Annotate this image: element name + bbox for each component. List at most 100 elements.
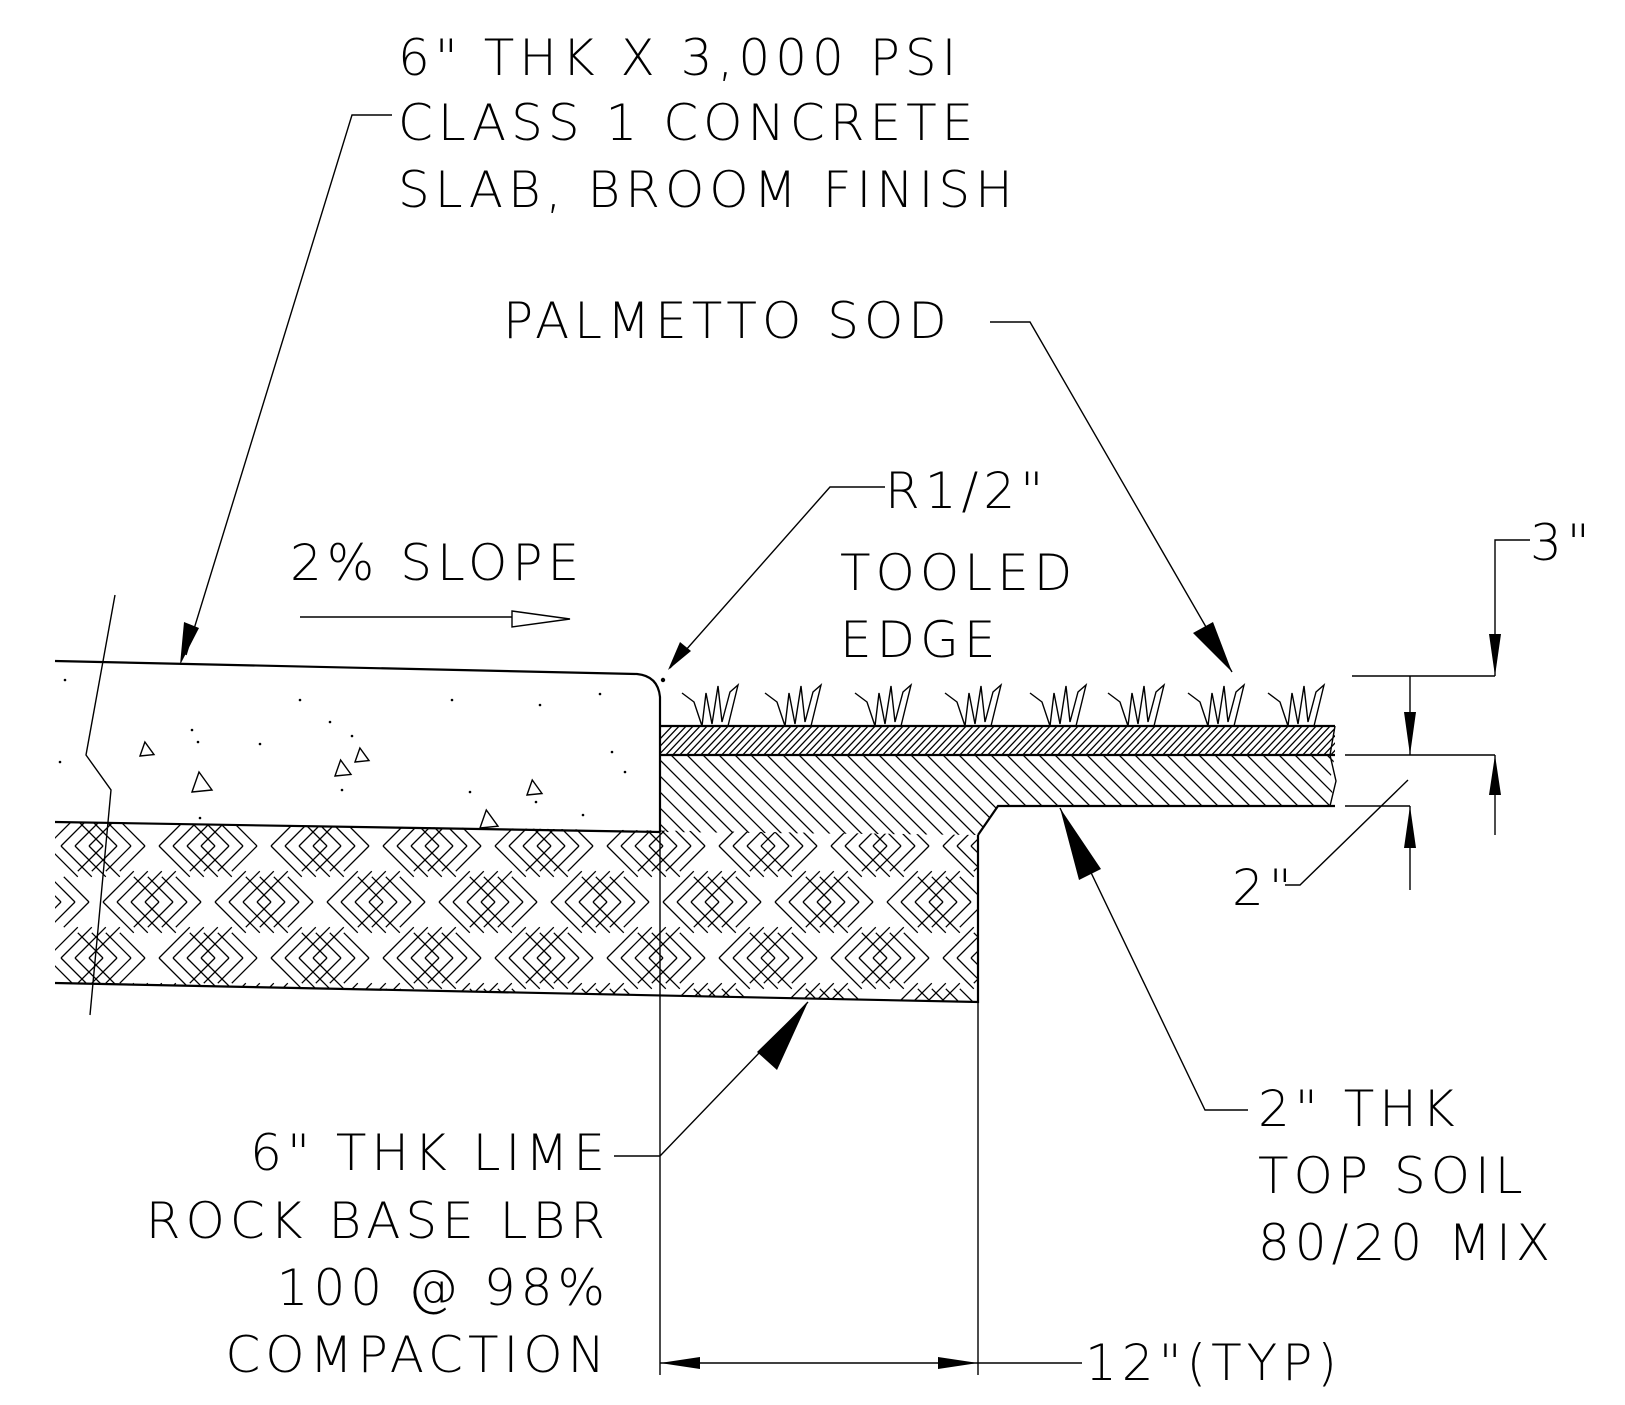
hatch-line — [872, 845, 905, 878]
hatch-line — [749, 957, 776, 984]
hatch-line — [776, 726, 807, 755]
hatch-line — [732, 845, 765, 878]
hatch-line — [371, 901, 398, 928]
hatch-line — [620, 845, 653, 878]
hatch-line — [872, 926, 905, 959]
hatch-line — [354, 982, 387, 1002]
hatch-line — [767, 755, 879, 835]
hatch-line — [844, 845, 877, 878]
hatch-line — [834, 1014, 859, 1039]
hatch-line — [988, 1045, 1013, 1070]
hatch-line — [176, 1014, 201, 1039]
hatch-line — [679, 957, 706, 984]
hatch-line — [1087, 755, 1199, 835]
hatch-line — [369, 790, 400, 821]
hatch-line — [567, 957, 594, 984]
grass-tuft-icon — [1187, 683, 1246, 727]
hatch-line — [820, 1014, 845, 1039]
hatch-line — [341, 1014, 372, 1045]
hatch-line — [1252, 726, 1283, 755]
hatch-line — [763, 957, 790, 984]
hatch-line — [424, 822, 457, 847]
aggregate-triangle-icon — [478, 808, 500, 829]
hatch-line — [91, 957, 118, 984]
hatch-line — [340, 901, 373, 934]
hatch-line — [329, 845, 356, 872]
hatch-line — [260, 1014, 285, 1039]
hatch-line — [662, 901, 695, 934]
hatch-line — [355, 790, 386, 821]
hatch-line — [805, 901, 832, 928]
hatch-line — [400, 1014, 425, 1039]
hatch-line — [357, 876, 384, 903]
hatch-line — [660, 726, 681, 748]
hatch-line — [1119, 755, 1231, 835]
hatch-line — [103, 790, 134, 821]
hatch-line — [581, 901, 608, 928]
hatch-line — [791, 932, 818, 959]
hatch-line — [382, 822, 415, 847]
hatch-line — [970, 957, 978, 990]
hatch-line — [662, 870, 695, 903]
hatch-line — [592, 870, 625, 903]
hatch-line — [1315, 734, 1335, 755]
hatch-line — [145, 790, 176, 821]
hatch-line — [705, 790, 736, 821]
hatch-line — [270, 926, 303, 959]
hatch-line — [1167, 755, 1279, 835]
hatch-line — [481, 790, 512, 821]
hatch-line — [399, 876, 426, 903]
hatch-line — [50, 790, 75, 815]
hatch-line — [298, 957, 331, 990]
hatch-line — [769, 726, 800, 755]
hatch-line — [438, 901, 471, 934]
hatch-line — [312, 845, 345, 878]
hatch-line — [651, 845, 678, 872]
hatch-line — [229, 1014, 260, 1045]
hatch-line — [693, 988, 720, 1002]
hatch-line — [1014, 726, 1045, 755]
hatch-line — [649, 1039, 680, 1070]
hatch-line — [231, 845, 258, 872]
hatch-line — [525, 822, 552, 847]
hatch-line — [55, 876, 62, 903]
hatch-line — [727, 726, 758, 755]
hatch-line — [806, 1014, 831, 1039]
hatch-line — [886, 982, 919, 1002]
hatch-line — [50, 1014, 75, 1039]
hatch-line — [148, 1014, 173, 1039]
hatch-line — [704, 901, 737, 934]
hatch-line — [315, 932, 342, 959]
hatch-line — [301, 845, 328, 872]
hatch-line — [861, 822, 888, 847]
hatch-line — [438, 870, 471, 903]
hatch-line — [746, 845, 779, 878]
hatch-line — [55, 845, 79, 878]
topsoil-label-line-1: 2" THK — [1258, 1080, 1460, 1138]
hatch-line — [134, 1014, 159, 1039]
arrowhead-icon — [1489, 634, 1501, 676]
hatch-line — [985, 927, 1016, 958]
hatch-line — [1103, 755, 1215, 835]
hatch-line — [386, 790, 411, 815]
hatch-line — [694, 790, 719, 815]
hatch-line — [385, 988, 412, 1002]
hatch-line — [539, 957, 566, 984]
limerock-base — [22, 790, 1016, 1070]
hatch-line — [522, 822, 555, 847]
dim-3in-label: 3" — [1530, 514, 1595, 572]
hatch-line — [595, 988, 622, 1002]
radius-label: R1/2" — [885, 462, 1048, 520]
hatch-line — [635, 1039, 666, 1070]
hatch-line — [693, 901, 720, 928]
hatch-line — [748, 726, 779, 755]
hatch-line — [915, 1014, 946, 1045]
hatch-line — [687, 755, 799, 835]
hatch-line — [788, 870, 821, 903]
hatch-line — [330, 1045, 355, 1070]
hatch-line — [867, 726, 898, 755]
hatch-line — [357, 988, 384, 1002]
hatch-line — [413, 932, 440, 959]
hatch-line — [783, 755, 895, 835]
hatch-line — [22, 989, 47, 1014]
